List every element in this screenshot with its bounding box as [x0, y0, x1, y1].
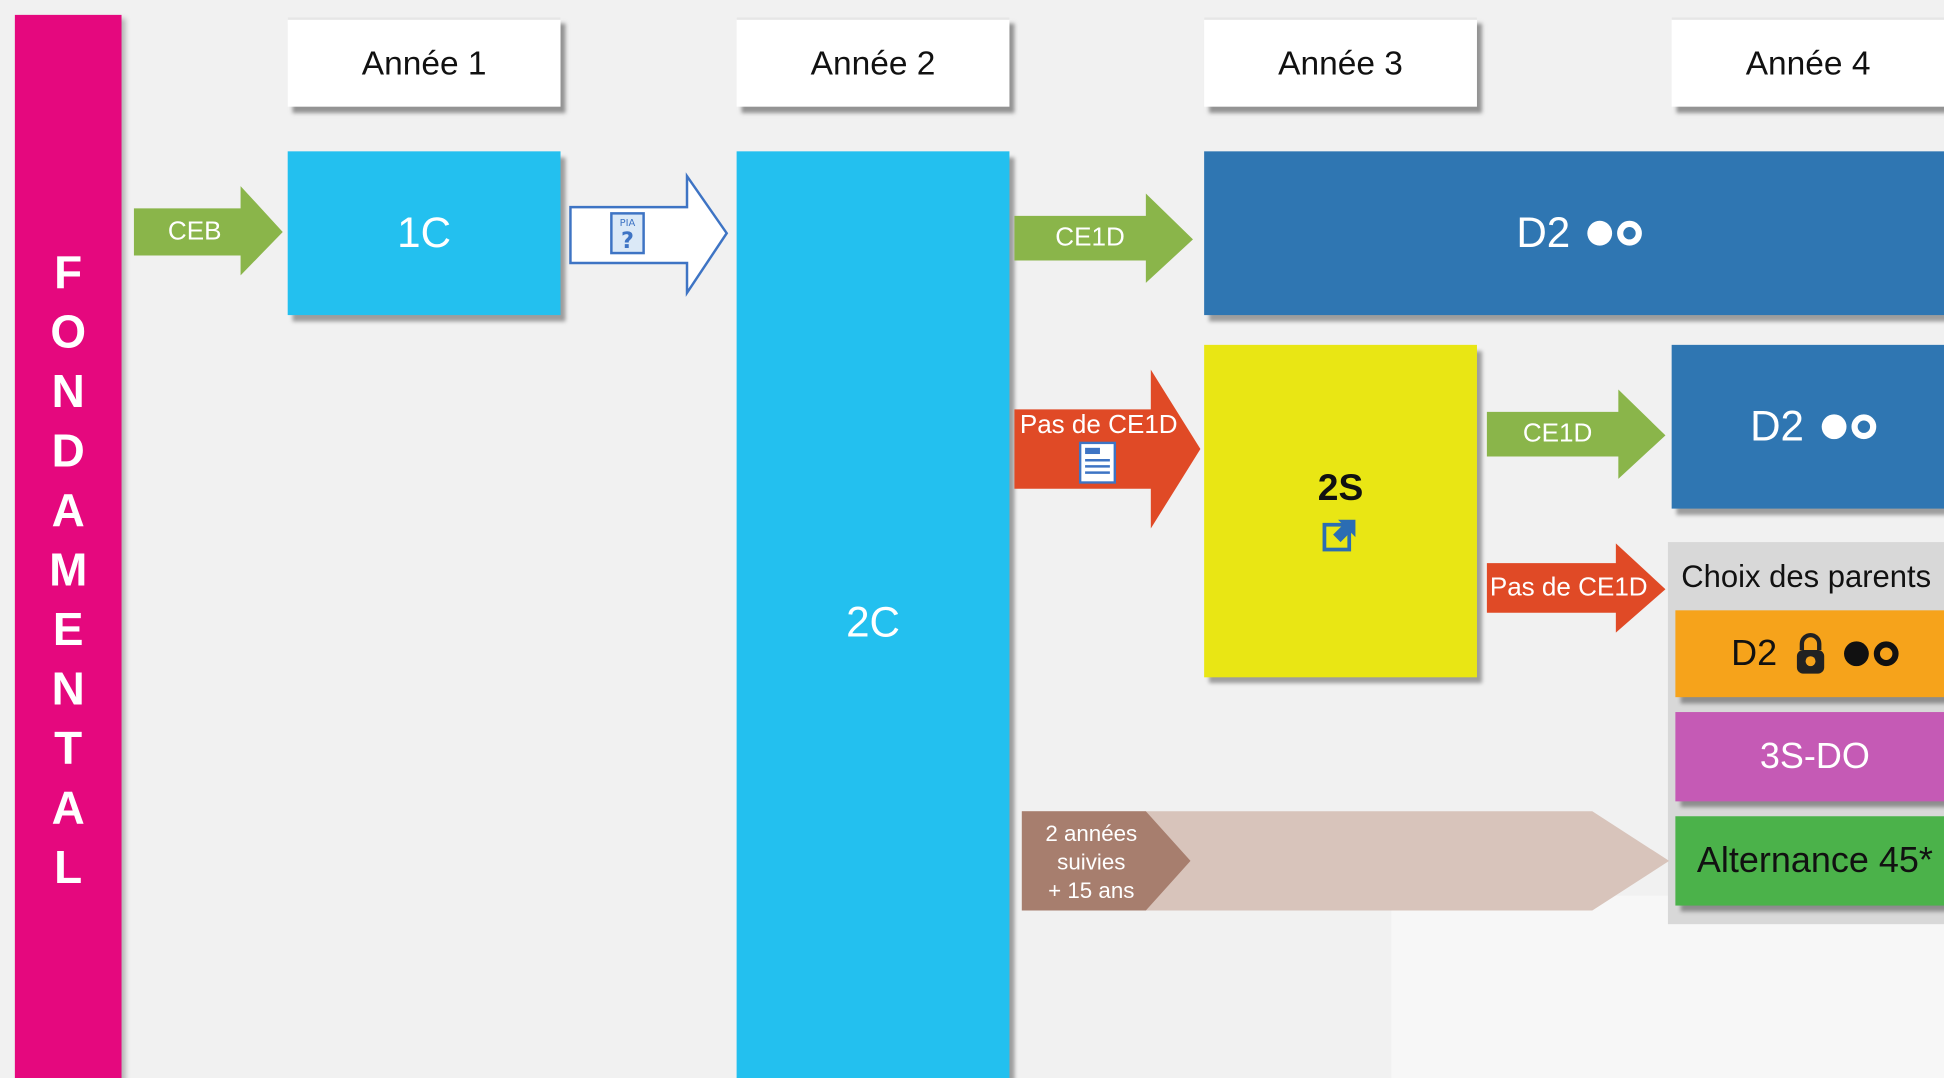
svg-text:PIA: PIA: [620, 218, 636, 229]
bottom-right-panel: [1391, 895, 1944, 1078]
fondamental-letter: O: [50, 306, 87, 358]
d2-choice-dots: [1844, 641, 1899, 667]
fondamental-letter: F: [54, 246, 83, 298]
ce1d-right-arrow: [1486, 389, 1666, 479]
document-icon: [1078, 441, 1117, 484]
fondamental-letter: N: [51, 365, 85, 417]
fondamental-letter: E: [52, 604, 84, 655]
year-1-header: Année 1: [287, 17, 561, 107]
ring-dot-icon: [1851, 414, 1876, 440]
box-1c: 1C: [287, 151, 561, 316]
svg-text:?: ?: [621, 228, 634, 254]
two-years-line3: + 15 ans: [1048, 877, 1135, 903]
ce1d-top-label: CE1D: [1055, 223, 1125, 252]
box-d2-choice: D2: [1675, 610, 1944, 698]
fondamental-letter: L: [54, 842, 83, 894]
box-2c: 2C: [736, 151, 1010, 1078]
two-years-line1: 2 années: [1045, 820, 1138, 846]
fondamental-letter: N: [51, 663, 85, 715]
box-2s: 2S: [1204, 344, 1477, 678]
d2-mid-dots: [1821, 414, 1876, 440]
fondamental-letter: T: [54, 723, 83, 775]
filled-dot-icon: [1587, 220, 1613, 246]
fondamental-letter: A: [51, 782, 85, 834]
two-years-label: 2 années suivies + 15 ans: [1022, 814, 1161, 911]
pia-arrow: [569, 172, 729, 297]
box-2s-label: 2S: [1317, 467, 1364, 509]
box-3s-do: 3S-DO: [1675, 712, 1944, 802]
two-years-line2: suivies: [1057, 849, 1126, 874]
pas-ce1d-right-label: Pas de CE1D: [1489, 573, 1648, 602]
two-years-arrow: [1021, 811, 1670, 911]
filled-dot-icon: [1821, 414, 1847, 440]
box-d2-mid: D2: [1671, 344, 1944, 509]
pas-ce1d-left-label: Pas de CE1D: [1019, 410, 1178, 440]
d2-top-label: D2: [1516, 209, 1571, 257]
ceb-arrow: [133, 186, 283, 276]
ce1d-top-arrow: [1014, 193, 1193, 283]
box-alternance: Alternance 45*: [1675, 816, 1944, 906]
d2-choice-label: D2: [1731, 633, 1778, 673]
year-3-header: Année 3: [1204, 17, 1477, 107]
d2-top-dots: [1587, 220, 1643, 246]
lock-icon: [1796, 632, 1825, 674]
fondamental-letter: D: [51, 425, 85, 477]
ring-dot-icon: [1617, 220, 1643, 246]
filled-dot-icon: [1844, 641, 1869, 667]
pia-icon: PIA ?: [609, 211, 649, 256]
ceb-label: CEB: [167, 217, 222, 246]
year-4-header: Année 4: [1671, 17, 1944, 107]
fondamental-letter: M: [49, 544, 88, 596]
ce1d-right-label: CE1D: [1522, 419, 1593, 448]
pas-ce1d-right-arrow: [1486, 543, 1666, 633]
choice-title: Choix des parents: [1681, 558, 1932, 594]
ring-dot-icon: [1873, 641, 1899, 667]
d2-mid-label: D2: [1750, 402, 1805, 450]
year-2-header: Année 2: [736, 17, 1010, 107]
box-d2-top: D2: [1204, 151, 1944, 316]
fondamental-letter: A: [51, 485, 85, 536]
external-link-icon: [1322, 519, 1356, 552]
